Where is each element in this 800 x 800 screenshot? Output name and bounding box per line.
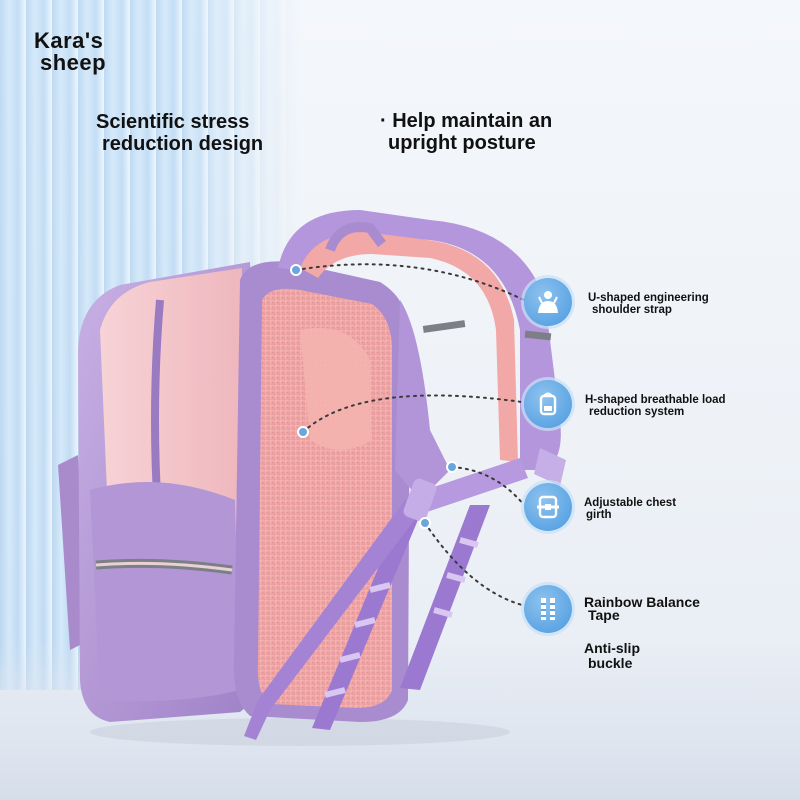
feature-2-line-2: reduction system [589, 406, 685, 418]
feature-3-line-2: girth [586, 509, 612, 521]
bag-shadow [90, 718, 510, 746]
feature-3-line-1: Adjustable chest [584, 497, 677, 509]
headline-left-line-1: Scientific stress [96, 111, 250, 133]
front-pocket [90, 482, 240, 702]
rainbow-tape [400, 505, 490, 690]
headline-right-line-1: · Help maintain an [380, 110, 553, 132]
brand-line-2: sheep [40, 50, 107, 75]
backpack-frame-icon [524, 380, 572, 428]
feature-4-line-1: Rainbow Balance [584, 594, 700, 610]
extra-line-1: Anti-slip [584, 640, 640, 656]
top-handle [325, 222, 386, 252]
feature-label-load-reduction: H-shaped breathable load reduction syste… [585, 394, 726, 418]
headline-stress-reduction: Scientific stress reduction design [96, 111, 263, 155]
chest-strap-icon [524, 483, 572, 531]
brand-logo: Kara's sheep [34, 30, 106, 74]
person-shoulder-icon [524, 278, 572, 326]
feature-1-line-2: shoulder strap [592, 304, 672, 316]
headline-upright-posture: · Help maintain an upright posture [380, 110, 552, 154]
shoulder-strap-mesh [300, 232, 518, 462]
left-lower-strap [244, 500, 422, 740]
callout-dots [290, 264, 458, 529]
feature-label-balance-tape: Rainbow Balance Tape [584, 594, 700, 623]
brand-line-1: Kara's [34, 28, 104, 53]
extra-line-2: buckle [588, 655, 633, 671]
strap-reflector [524, 330, 552, 341]
feature-1-line-1: U-shaped engineering [588, 292, 709, 304]
feature-label-anti-slip-buckle: Anti-slip buckle [584, 641, 640, 671]
strap-reflector [422, 320, 466, 333]
headline-left-line-2: reduction design [102, 133, 264, 155]
chest-buckle [534, 448, 566, 486]
feature-4-line-2: Tape [588, 607, 620, 623]
anti-slip-buckle [403, 478, 437, 522]
balance-tape-icon [524, 585, 572, 633]
feature-2-line-1: H-shaped breathable load [585, 394, 726, 406]
lumbar-pad [300, 328, 372, 450]
headline-right-line-2: upright posture [388, 132, 536, 154]
chest-strap [410, 458, 528, 515]
feature-label-shoulder-strap: U-shaped engineering shoulder strap [588, 292, 709, 316]
callout-lines [295, 263, 525, 606]
shoulder-strap-lower [395, 300, 450, 500]
shoulder-strap-arch [278, 210, 561, 470]
feature-label-chest-girth: Adjustable chest girth [584, 497, 676, 521]
